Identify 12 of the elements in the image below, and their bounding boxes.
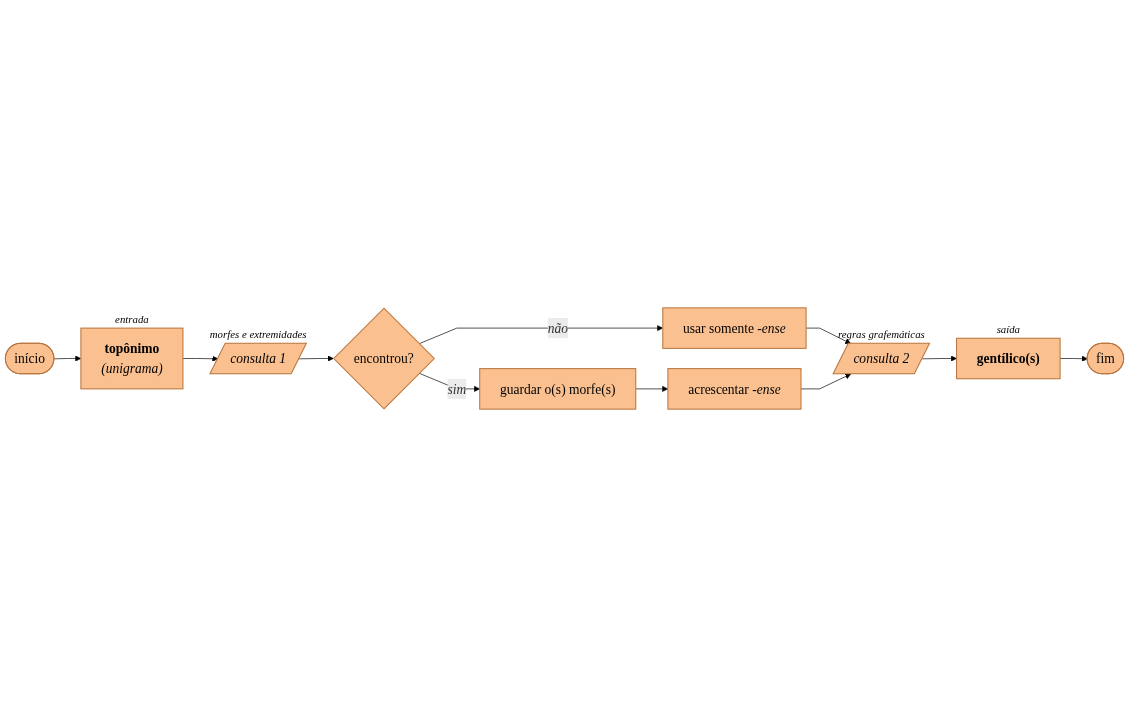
edge-label: não — [547, 320, 568, 336]
node-box: acrescentar -ense — [667, 368, 802, 410]
node-diamond: encontrou? — [333, 307, 435, 410]
node-note: entrada — [115, 312, 149, 325]
edge-label: sim — [447, 381, 467, 397]
node-note: morfes e extremidades — [209, 327, 307, 340]
node-box: usar somente -ense — [662, 307, 807, 349]
node-note: regras grafemáticas — [837, 327, 925, 340]
node-box: guardar o(s) morfe(s) — [479, 368, 637, 410]
node-box: topônimo (unigrama) — [80, 327, 184, 390]
node-note: saída — [996, 322, 1021, 335]
node-box: gentílico(s) — [956, 337, 1061, 380]
